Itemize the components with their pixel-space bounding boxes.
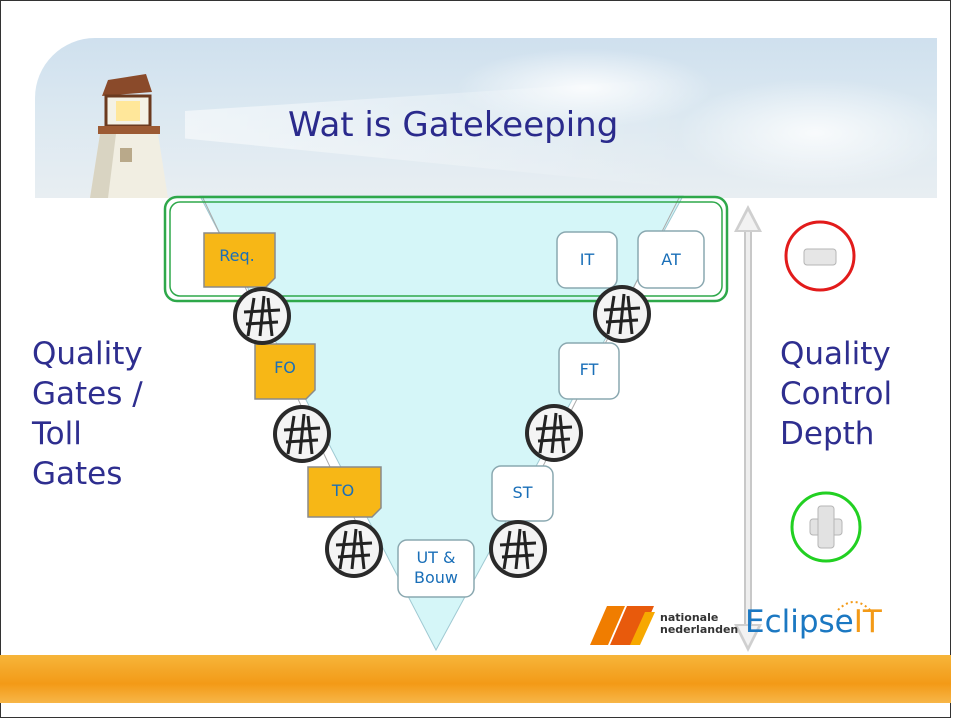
gate-icon bbox=[593, 285, 651, 343]
nn-logo-line1: nationale bbox=[660, 611, 719, 624]
page-title: Wat is Gatekeeping bbox=[288, 105, 619, 145]
quality-gates-label: Quality Gates / Toll Gates bbox=[32, 334, 143, 494]
bottom-bar bbox=[0, 655, 951, 703]
quality-gates-line: Gates / bbox=[32, 376, 143, 412]
quality-gates-line: Quality bbox=[32, 336, 143, 372]
gate-icon bbox=[233, 287, 291, 345]
nn-logo-text: nationale nederlanden bbox=[660, 612, 738, 636]
eclipseit-logo: EclipseIT bbox=[745, 604, 882, 640]
header-banner bbox=[35, 38, 937, 198]
highlight-band bbox=[163, 195, 729, 303]
cloud bbox=[455, 48, 715, 128]
eclipse-arc-icon bbox=[837, 601, 871, 611]
lighthouse-icon bbox=[90, 74, 168, 198]
nn-logo-icon bbox=[590, 606, 655, 645]
quality-gates-line: Gates bbox=[32, 456, 123, 492]
quality-gates-line: Toll bbox=[32, 416, 82, 452]
gate-icon bbox=[273, 405, 331, 463]
gate-icon bbox=[525, 404, 583, 462]
gate-icon bbox=[489, 520, 547, 578]
box-to-label: TO bbox=[331, 481, 355, 500]
eclipse-logo-it: IT bbox=[853, 604, 882, 640]
box-ut-line1: UT & bbox=[416, 548, 456, 567]
box-at-label: AT bbox=[661, 250, 681, 269]
box-ft bbox=[558, 342, 620, 400]
gate-icon bbox=[325, 520, 383, 578]
box-it-label: IT bbox=[579, 250, 595, 269]
box-it bbox=[556, 231, 618, 289]
nn-logo-line2: nederlanden bbox=[660, 623, 739, 636]
box-at bbox=[637, 230, 705, 289]
box-ut-line2: Bouw bbox=[414, 568, 458, 587]
quality-control-depth-label: Quality Control Depth bbox=[780, 334, 892, 454]
box-to bbox=[307, 466, 382, 518]
box-fo bbox=[254, 343, 316, 400]
box-fo-label: FO bbox=[274, 358, 296, 377]
quality-control-depth-line: Control bbox=[780, 376, 893, 412]
cloud bbox=[675, 78, 937, 188]
depth-arrow bbox=[734, 205, 762, 652]
minus-icon bbox=[803, 248, 837, 266]
box-req bbox=[203, 232, 276, 288]
box-ft-label: FT bbox=[579, 360, 599, 379]
box-ut-bouw-label: UT & Bouw bbox=[398, 548, 474, 588]
quality-control-depth-line: Quality bbox=[780, 336, 891, 372]
quality-control-depth-line: Depth bbox=[780, 416, 875, 452]
box-ut-bouw bbox=[397, 539, 475, 598]
box-req-label: Req. bbox=[219, 246, 255, 265]
box-st-label: ST bbox=[512, 483, 533, 502]
plus-icon bbox=[809, 505, 843, 549]
eclipse-logo-text: Eclipse bbox=[745, 604, 854, 640]
